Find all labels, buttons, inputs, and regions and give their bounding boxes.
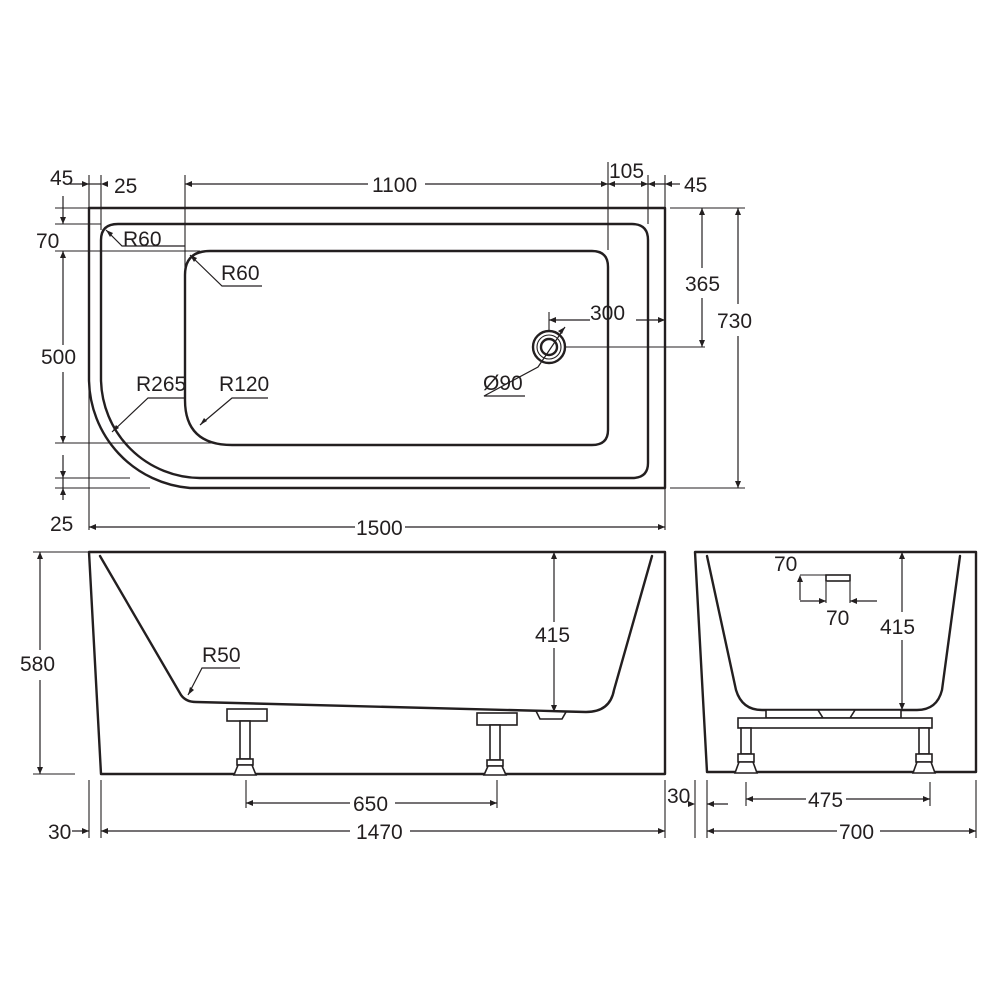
dim-height-580: 580 bbox=[20, 653, 55, 676]
end-outer-shell bbox=[693, 550, 978, 774]
side-foot-left bbox=[226, 708, 268, 776]
plan-arrowheads bbox=[60, 181, 741, 530]
dim-overall-length-1500: 1500 bbox=[356, 517, 403, 540]
dim-top-70: 70 bbox=[36, 230, 59, 253]
side-view: 580 415 R50 650 30 1470 bbox=[20, 550, 667, 844]
dim-depth-500: 500 bbox=[41, 346, 76, 369]
dim-radius-120: R120 bbox=[219, 373, 269, 396]
dim-left-rim-45: 45 bbox=[50, 167, 73, 190]
end-view: 70 70 415 30 475 700 bbox=[667, 550, 978, 844]
dim-radius-outer-top: R60 bbox=[123, 228, 162, 251]
dim-overall-width-730: 730 bbox=[717, 310, 752, 333]
dim-overflow-70-vertical: 70 bbox=[774, 553, 797, 576]
dim-radius-265: R265 bbox=[136, 373, 186, 396]
side-dimension-lines bbox=[39, 552, 665, 832]
side-arrowheads bbox=[37, 552, 665, 834]
dim-side-base-30: 30 bbox=[48, 821, 71, 844]
side-foot-right bbox=[476, 712, 518, 776]
end-support-frame bbox=[733, 709, 937, 774]
plan-dimension-lines bbox=[62, 183, 739, 696]
plan-basin bbox=[183, 249, 610, 447]
side-waste-fitting bbox=[534, 710, 568, 720]
plan-outer-rim bbox=[87, 206, 667, 490]
dim-right-rim-45: 45 bbox=[684, 174, 707, 197]
plan-view: 45 25 1100 105 45 70 R60 R60 500 R265 R1… bbox=[36, 160, 752, 696]
dim-side-depth-415: 415 bbox=[535, 624, 570, 647]
dim-radius-basin: R60 bbox=[221, 262, 260, 285]
plan-extension-lines bbox=[55, 162, 745, 530]
plan-labels: 45 25 1100 105 45 70 R60 R60 500 R265 R1… bbox=[36, 160, 752, 540]
side-extension-lines bbox=[33, 551, 666, 838]
dim-overflow-70-horizontal: 70 bbox=[826, 607, 849, 630]
end-overflow bbox=[825, 574, 851, 582]
end-extension-lines bbox=[694, 574, 977, 838]
side-labels: 580 415 R50 650 30 1470 bbox=[20, 624, 570, 844]
dim-basin-length-1100: 1100 bbox=[372, 174, 417, 197]
dim-end-depth-415: 415 bbox=[880, 616, 915, 639]
dim-width-700: 700 bbox=[839, 821, 874, 844]
dim-radius-50: R50 bbox=[202, 644, 241, 667]
dim-waste-365: 365 bbox=[685, 273, 720, 296]
side-outer-shell bbox=[87, 550, 667, 776]
plan-inner-rim bbox=[99, 222, 650, 480]
dim-end-base-30: 30 bbox=[667, 785, 690, 808]
end-dimension-lines bbox=[707, 552, 976, 832]
dim-waste-offset-300: 300 bbox=[590, 302, 625, 325]
dim-waste-diameter: Ø90 bbox=[483, 372, 523, 395]
end-arrowheads bbox=[688, 552, 976, 834]
side-basin-profile bbox=[98, 554, 654, 714]
dim-feet-650: 650 bbox=[353, 793, 388, 816]
dim-feet-475: 475 bbox=[808, 789, 843, 812]
dim-base-length-1470: 1470 bbox=[356, 821, 403, 844]
dim-bottom-25: 25 bbox=[50, 513, 73, 536]
plan-waste-outlet bbox=[531, 329, 567, 365]
end-labels: 70 70 415 30 475 700 bbox=[667, 553, 915, 844]
dim-right-105: 105 bbox=[609, 160, 644, 183]
dim-left-gap-25: 25 bbox=[114, 175, 137, 198]
